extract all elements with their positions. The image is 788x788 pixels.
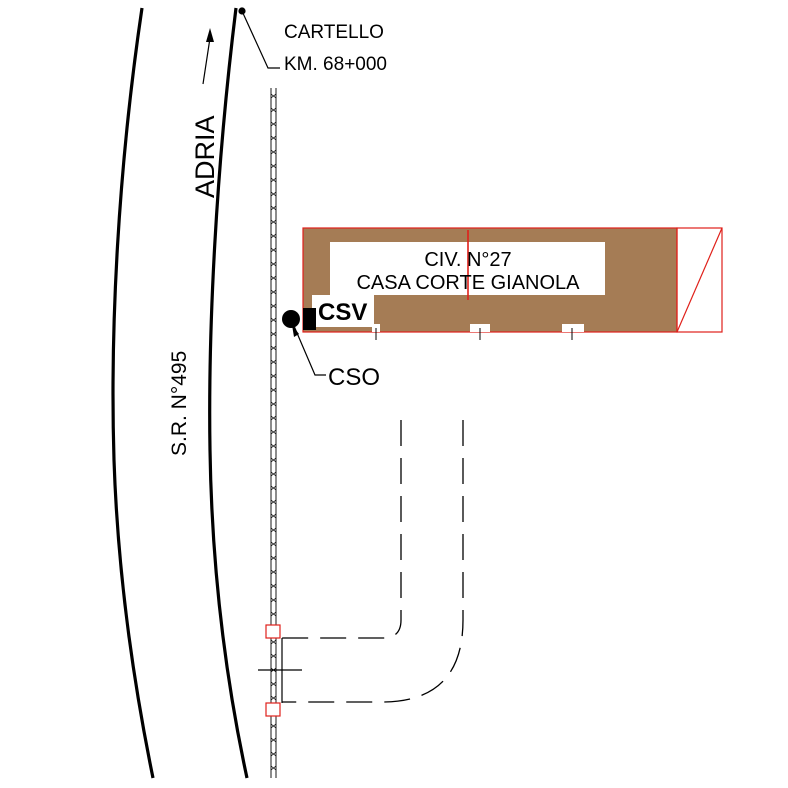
building-label-line1: CIV. N°27 [424,249,511,271]
csv-label: CSV [318,299,367,326]
sign-label-line1: CARTELLO [284,22,384,43]
fence-line [270,88,277,778]
sign-leader-line [241,10,280,69]
gate [258,624,302,717]
north-arrow-icon [202,28,214,85]
cso-label: CSO [328,364,380,391]
csv-valve-icon [303,308,316,330]
road-edge-west [111,7,155,779]
road-name-label: S.R. N°495 [168,351,191,456]
cso-leader-arrowhead [292,325,299,337]
gate-post-north [265,624,281,639]
building-annex-outline [676,227,723,333]
sign-label-line2: KM. 68+000 [284,54,387,75]
cso-leader-line [290,318,326,376]
road-edges [111,7,249,779]
csv-label-box [312,295,374,327]
direction-label: ADRIA [190,115,220,198]
fence-icon [270,93,277,771]
building-label-line2: CASA CORTE GIANOLA [356,272,580,294]
road-edge-east [208,7,249,779]
driveway-dashed [282,420,464,703]
building-annex-diagonal [676,227,723,333]
gate-post-south [265,702,281,717]
sign-marker [238,7,280,69]
